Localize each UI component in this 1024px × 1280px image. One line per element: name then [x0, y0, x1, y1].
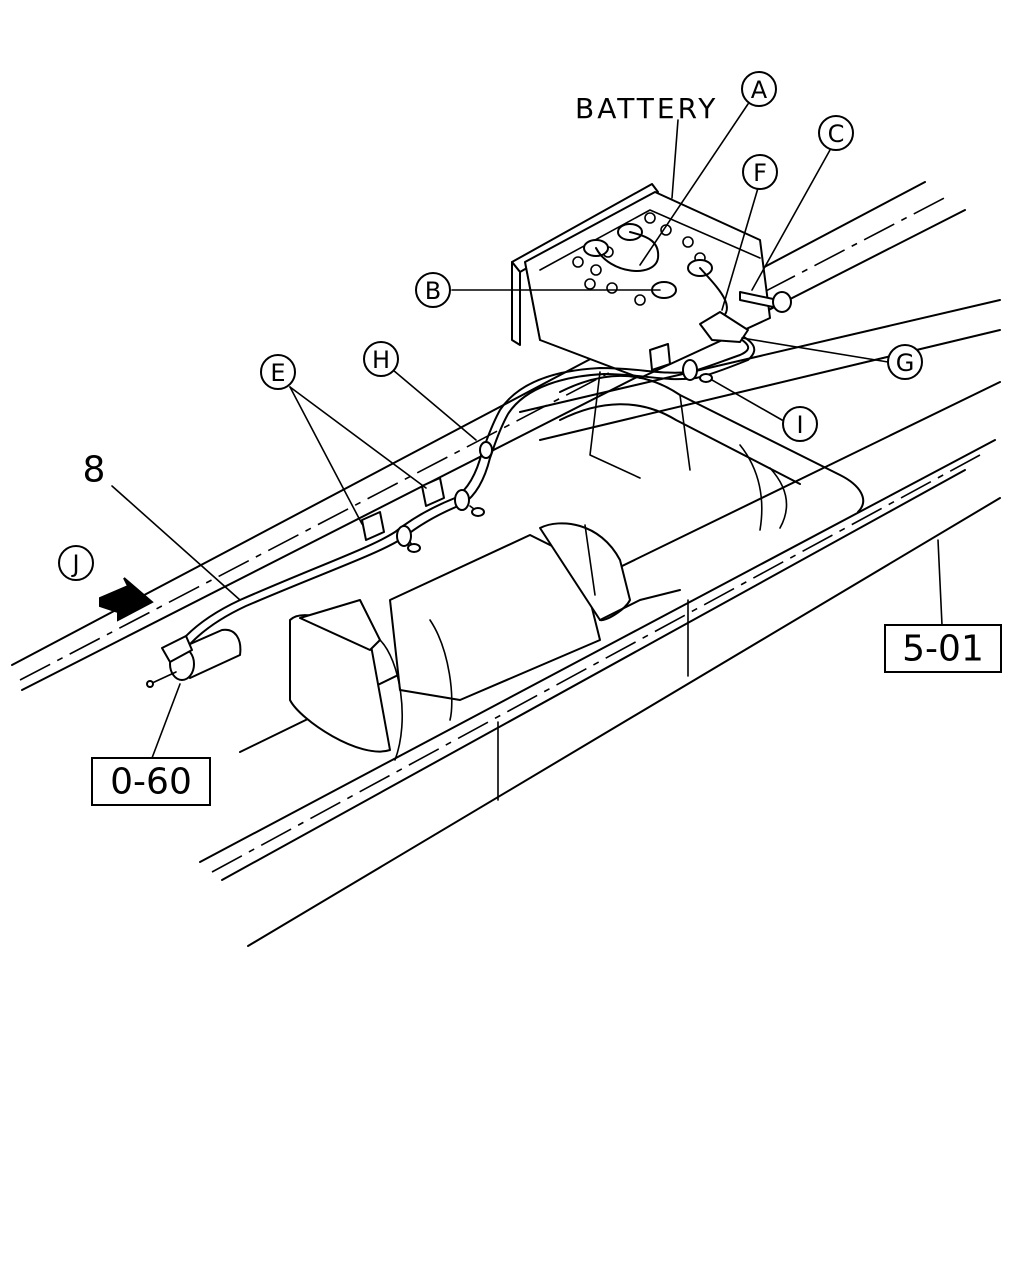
callout-a: A: [741, 71, 777, 107]
callout-c-label: C: [828, 120, 845, 148]
callout-j-label: J: [70, 550, 79, 578]
part-number-label: 8: [83, 450, 106, 491]
callout-i: I: [782, 406, 818, 442]
reference-frame: 5-01: [884, 624, 1002, 673]
reference-engine-label: 0-60: [110, 762, 192, 803]
battery-label: BATTERY: [575, 92, 718, 125]
callout-i-label: I: [796, 411, 803, 439]
reference-frame-label: 5-01: [902, 629, 984, 670]
reference-engine: 0-60: [91, 757, 211, 806]
leader-lines: [111, 103, 943, 759]
callout-h-label: H: [372, 346, 390, 374]
callout-e-label: E: [270, 359, 285, 387]
callout-f-label: F: [753, 159, 767, 187]
battery-cable: [146, 267, 756, 688]
callout-b: B: [415, 272, 451, 308]
callout-f: F: [742, 154, 778, 190]
callout-h: H: [363, 341, 399, 377]
callout-g-label: G: [896, 349, 915, 377]
cross-member: [559, 371, 865, 531]
callout-j: J: [58, 545, 94, 581]
callout-a-label: A: [751, 76, 768, 104]
callout-g: G: [887, 344, 923, 380]
callout-e: E: [260, 354, 296, 390]
callout-c: C: [818, 115, 854, 151]
transmission-housing: [289, 522, 681, 761]
direction-arrow-icon: [99, 577, 154, 622]
callout-b-label: B: [425, 277, 441, 305]
